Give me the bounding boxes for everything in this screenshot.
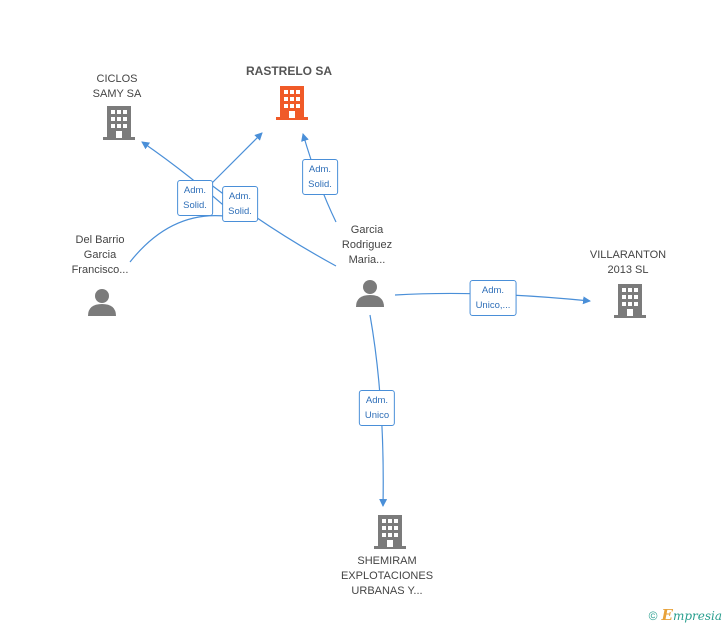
person-icon[interactable] <box>87 288 117 316</box>
building-icon[interactable] <box>103 106 135 140</box>
brand-initial: E <box>661 606 673 624</box>
building-icon[interactable] <box>276 86 308 120</box>
edge-label-delbarrio-ciclos[interactable]: Adm. Solid. <box>177 180 213 216</box>
node-label-shemiram: SHEMIRAM EXPLOTACIONES URBANAS Y... <box>340 555 434 597</box>
edge-label-garcia-villaranton[interactable]: Adm. Unico,... <box>469 280 517 316</box>
node-label-villaranton: VILLARANTON 2013 SL <box>589 249 667 276</box>
node-label-garcia: Garcia Rodriguez Maria... <box>341 224 393 266</box>
person-icon[interactable] <box>355 279 385 307</box>
building-icon[interactable] <box>374 515 406 549</box>
edge-label-delbarrio-rastrelo[interactable]: Adm. Solid. <box>222 186 258 222</box>
node-label-ciclos: CICLOS SAMY SA <box>92 73 142 100</box>
node-label-rastrelo: RASTRELO SA <box>245 64 333 78</box>
edge-label-garcia-shemiram[interactable]: Adm. Unico <box>358 390 396 426</box>
copyright-icon: © <box>648 609 658 623</box>
node-label-delbarrio: Del Barrio Garcia Francisco... <box>71 234 129 276</box>
empresia-logo: ©Empresia <box>649 606 722 624</box>
edge-label-garcia-rastrelo[interactable]: Adm. Solid. <box>302 159 338 195</box>
edge-delbarrio-rastrelo <box>209 132 263 186</box>
building-icon[interactable] <box>614 284 646 318</box>
brand-name: mpresia <box>672 609 722 623</box>
